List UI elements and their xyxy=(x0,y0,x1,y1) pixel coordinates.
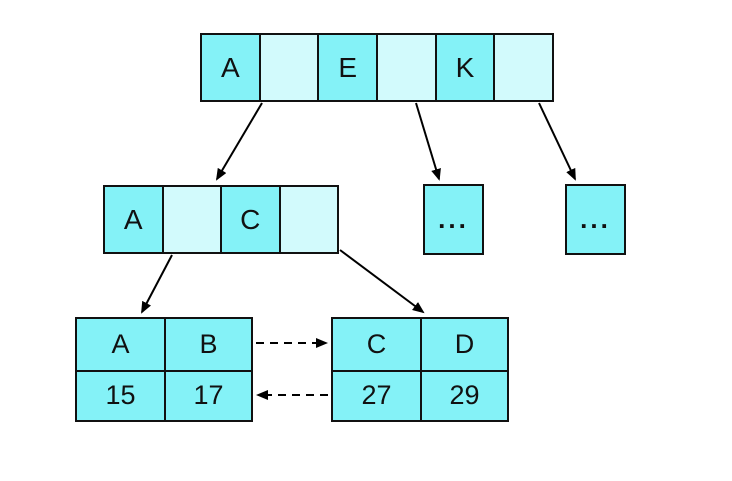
edge-root-to-ellipsis-1 xyxy=(415,102,441,181)
leaf1-value: 15 xyxy=(77,369,164,420)
ellipsis-label: ... xyxy=(438,204,469,234)
edge-internal-to-leaf-2 xyxy=(339,249,425,314)
edge-root-to-internal xyxy=(215,102,263,181)
leaf-node-2: C D 27 29 xyxy=(331,317,509,422)
internal-cell-key: A xyxy=(105,187,162,252)
ellipsis-node-1: ... xyxy=(423,184,484,255)
ellipsis-label: ... xyxy=(580,204,611,234)
leaf2-value: 29 xyxy=(420,369,507,420)
internal-cell-empty xyxy=(278,187,337,252)
leaf1-key: A xyxy=(77,319,164,370)
edge-internal-to-leaf-1 xyxy=(141,254,173,314)
ellipsis-node-2: ... xyxy=(565,184,626,255)
internal-cell-empty xyxy=(161,187,220,252)
root-cell-key: E xyxy=(317,35,377,100)
leaf1-key: B xyxy=(164,319,251,370)
root-node: A E K xyxy=(200,33,554,102)
leaf2-value: 27 xyxy=(333,369,420,420)
leaf2-key: D xyxy=(420,319,507,370)
edge-root-to-ellipsis-2 xyxy=(538,102,576,181)
leaf2-key: C xyxy=(333,319,420,370)
internal-cell-key: C xyxy=(220,187,279,252)
root-cell-empty xyxy=(493,35,553,100)
root-cell-key: A xyxy=(202,35,259,100)
root-cell-empty xyxy=(258,35,318,100)
internal-node: A C xyxy=(103,185,339,254)
leaf-node-1: A B 15 17 xyxy=(75,317,253,422)
root-cell-empty xyxy=(376,35,435,100)
leaf1-value: 17 xyxy=(164,369,251,420)
root-cell-key: K xyxy=(434,35,494,100)
